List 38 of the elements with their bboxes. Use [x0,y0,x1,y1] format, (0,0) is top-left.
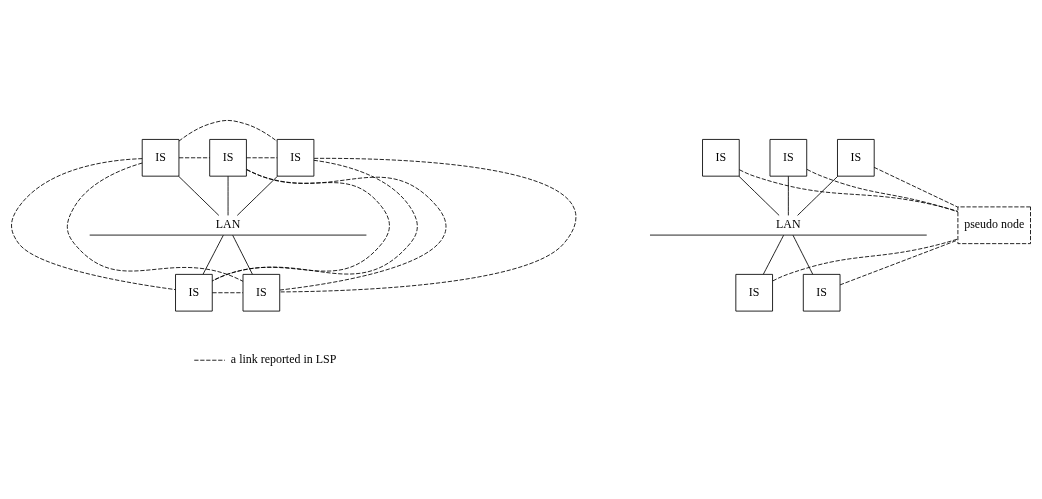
node-box: IS [735,273,773,312]
node-box: IS [175,273,213,312]
connector [178,120,278,142]
connector [211,292,244,294]
connector [202,234,224,275]
connector [246,169,446,291]
connector [246,157,278,159]
connector [806,169,959,213]
node-box: IS [209,139,247,177]
node-box: IS [802,273,841,312]
legend-label: a link reported in LSP [230,352,337,367]
connector [772,238,959,282]
connector [232,234,253,275]
node-text: LAN [215,217,241,232]
connector [839,239,959,286]
node-box: IS [276,139,315,177]
connector [212,159,418,282]
node-box: pseudo node [957,206,1031,245]
node-box: IS [837,139,875,177]
node-box: IS [769,139,808,177]
connector [66,162,244,282]
node-box: IS [141,139,180,177]
connector [227,175,229,216]
connector [792,234,814,275]
connector [739,169,959,212]
connector [738,175,780,216]
node-box: IS [242,273,281,312]
connector [873,166,959,208]
node-text: LAN [776,217,801,232]
node-box: IS [702,139,740,177]
connector [797,175,839,216]
connector [236,175,278,216]
connector [178,157,211,159]
connector [762,234,785,275]
connector [787,175,789,216]
connector [11,158,176,291]
connector [178,175,220,216]
connector [279,157,576,293]
